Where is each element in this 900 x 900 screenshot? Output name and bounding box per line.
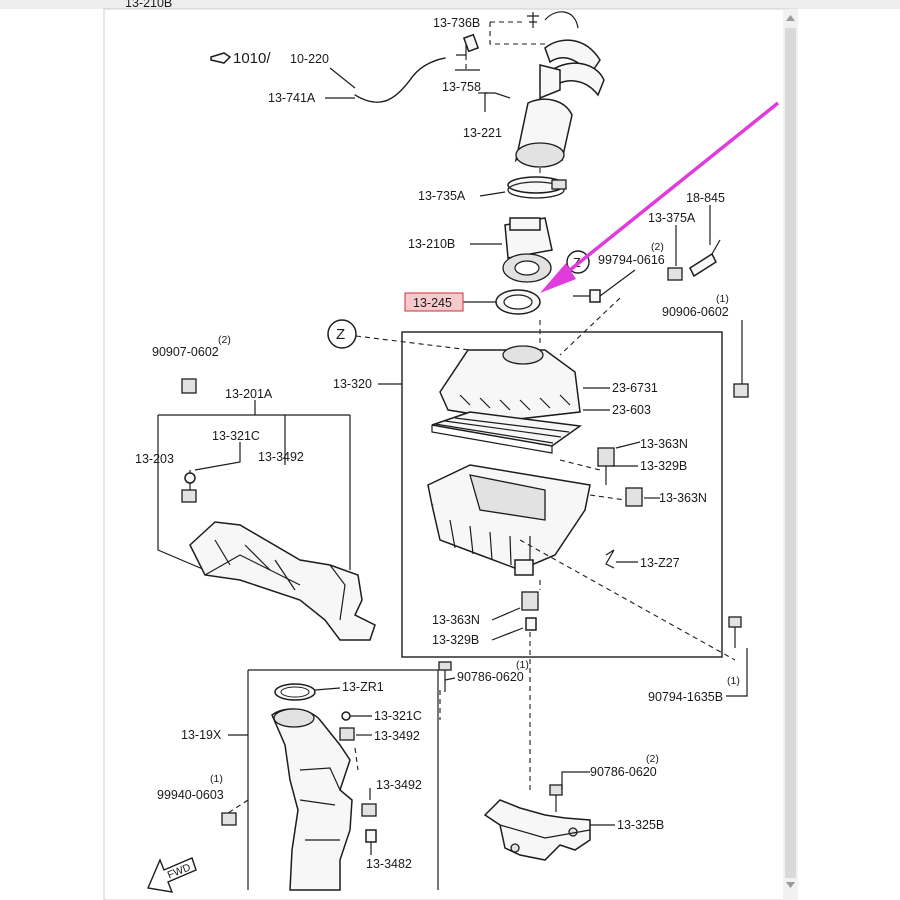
part-air-filter-element [431,411,582,454]
label-13-203: 13-203 [135,452,174,466]
label-90794-1635b: 90794-1635B [648,690,723,704]
label-13-19x: 13-19X [181,728,222,742]
label-18-845: 18-845 [686,191,725,205]
label-90786-0620-b: 90786-0620 [590,765,657,779]
part-bolt-90906 [733,320,749,398]
clip-icon [210,52,232,64]
document-frame [103,8,797,900]
label-90906-0602: 90906-0602 [662,305,729,319]
label-13-329b-a: 13-329B [640,459,687,473]
part-grommet-363n-a [597,447,615,485]
qty-90794: (1) [727,675,740,687]
pointer-arrow-icon [540,101,780,293]
title-strip [0,0,900,9]
part-bolt-99940 [221,812,237,826]
part-gasket-13-245 [495,289,541,315]
part-bolt-90794 [728,616,742,648]
label-13-758: 13-758 [442,80,481,94]
svg-text:Z: Z [336,326,345,343]
part-clip-z27 [605,549,615,569]
label-99794-0616: 99794-0616 [598,253,665,267]
label-13-201a: 13-201A [225,387,273,401]
part-air-flow-meter [502,217,553,283]
label-10-220: 10-220 [290,52,329,66]
part-ring-zr1 [274,683,316,701]
part-intake-clamp-top [527,11,579,29]
qty-99794: (2) [651,241,664,253]
qty-90906: (1) [716,293,729,305]
z-reference-marker: Z [327,319,357,349]
label-13-210b: 13-210B [408,237,455,251]
label-13-329b-b: 13-329B [432,633,479,647]
label-13-3492-c: 13-3492 [376,778,422,792]
scroll-up-arrow-icon[interactable] [786,15,795,21]
scrollbar-thumb[interactable] [785,28,796,878]
label-1010: 1010/ [233,50,271,67]
qty-90786-a: (1) [516,659,529,671]
label-13-3492-b: 13-3492 [374,729,420,743]
part-clip-321c-b [341,711,351,721]
part-resonator [271,708,353,891]
part-bolt-90786-a [438,661,452,692]
label-13-zr1: 13-ZR1 [342,680,384,694]
part-bracket-325b [483,799,591,861]
part-air-duct [189,521,376,641]
part-bolt-90907 [181,378,197,394]
label-13-741a: 13-741A [268,91,316,105]
part-grommet-3492-c [361,803,377,817]
part-air-cleaner-case [427,464,591,576]
label-99940-0603: 99940-0603 [157,788,224,802]
label-23-603: 23-603 [612,403,651,417]
part-hose-clamp [507,176,567,199]
highlight-13-245 [404,292,464,312]
air-cleaner-box-frame [401,331,723,658]
label-13-3482: 13-3482 [366,857,412,871]
label-13-325b: 13-325B [617,818,664,832]
part-grommet-363n-b [625,487,643,507]
part-temp-sensor [667,239,721,281]
label-13-736b: 13-736B [433,16,480,30]
label-90907-0602: 90907-0602 [152,345,219,359]
label-13-735a: 13-735A [418,189,466,203]
label-13-363n-c: 13-363N [432,613,480,627]
qty-99940: (1) [210,773,223,785]
part-grommet-3492-b [339,727,355,741]
label-23-6731: 23-6731 [612,381,658,395]
label-13-321c-b: 13-321C [374,709,422,723]
title-fragment: 13-210B [125,0,172,10]
part-air-cleaner-cap [439,345,581,421]
qty-90907: (2) [218,334,231,346]
label-13-z27: 13-Z27 [640,556,680,570]
part-air-hose-upper [514,39,605,168]
part-stud-3482 [365,829,377,855]
label-13-375a: 13-375A [648,211,696,225]
part-grommet-363n-c [521,591,539,631]
label-13-320: 13-320 [333,377,372,391]
qty-90786-b: (2) [646,753,659,765]
label-13-3492-a: 13-3492 [258,450,304,464]
label-90786-0620-a: 90786-0620 [457,670,524,684]
scroll-down-arrow-icon[interactable] [786,882,795,888]
label-13-363n-a: 13-363N [640,437,688,451]
part-breather-hose [354,33,480,103]
label-13-245: 13-245 [413,296,452,310]
part-grommet-left [181,472,197,503]
label-13-321c-a: 13-321C [212,429,260,443]
label-13-221: 13-221 [463,126,502,140]
label-13-363n-b: 13-363N [659,491,707,505]
